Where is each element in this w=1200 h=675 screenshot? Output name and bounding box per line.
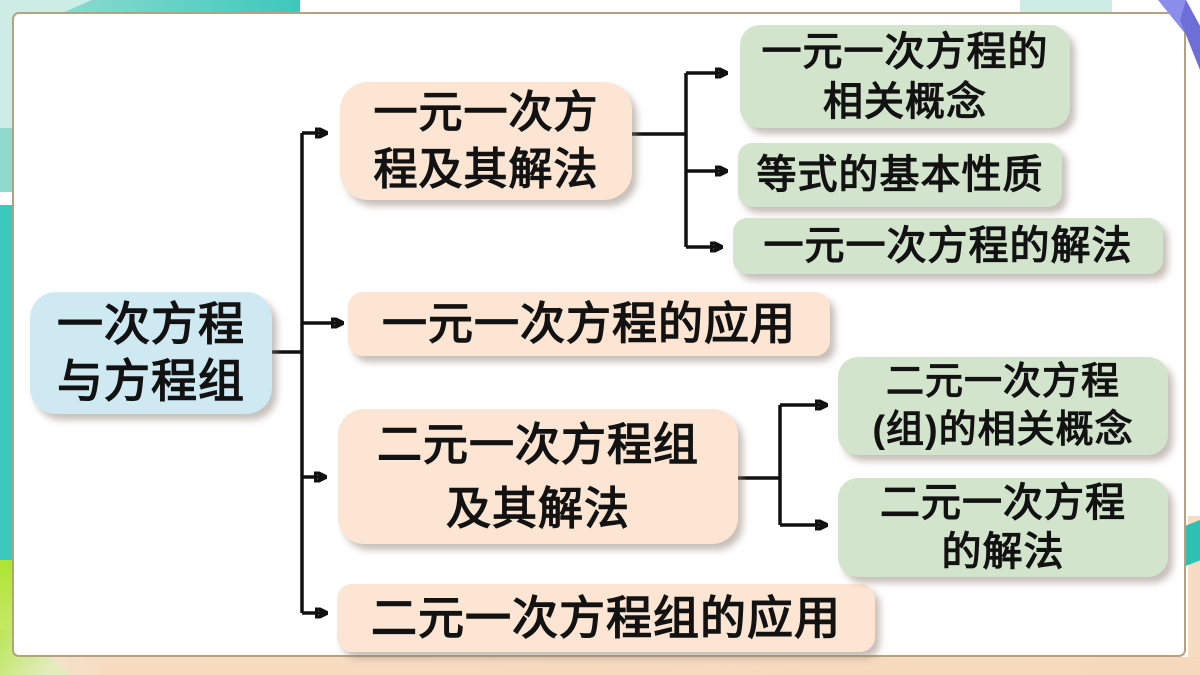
node-label-line: 的解法 — [941, 529, 1065, 574]
node-one-var-equation-concepts: 一元一次方程的 相关概念 — [740, 25, 1070, 128]
node-label-line: 一元一次方程的应用 — [381, 298, 796, 349]
node-label-line: 等式的基本性质 — [756, 153, 1044, 197]
node-label-line: 二元一次方程组的应用 — [371, 592, 841, 644]
node-one-var-equation-solving: 一元一次方 程及其解法 — [340, 82, 632, 200]
node-two-var-system-solving: 二元一次方程组 及其解法 — [338, 409, 738, 544]
teal-sliver-decoration — [0, 128, 13, 192]
node-one-var-equation-methods: 一元一次方程的解法 — [733, 218, 1163, 274]
node-label-line: 程及其解法 — [373, 145, 599, 194]
node-label-line: 二元一次方程 — [880, 480, 1126, 525]
purple-ribbon-decoration — [1158, 0, 1200, 70]
teal-edge-strip — [0, 205, 15, 561]
node-label-line: 相关概念 — [823, 79, 987, 124]
node-root-linear-equations: 一次方程 与方程组 — [30, 292, 272, 414]
teal-notch-decoration — [1183, 520, 1200, 567]
node-label-line: 二元一次方程 — [885, 361, 1120, 403]
node-label-line: 二元一次方程组 — [376, 418, 699, 470]
node-two-var-equation-concepts: 二元一次方程 (组)的相关概念 — [838, 357, 1168, 455]
node-equality-basic-properties: 等式的基本性质 — [738, 143, 1062, 207]
green-edge-strip — [0, 560, 15, 640]
node-label-line: 一元一次方 — [373, 88, 599, 137]
node-two-var-equation-methods: 二元一次方程 的解法 — [838, 478, 1168, 577]
node-label-line: 一元一次方程的 — [761, 29, 1049, 74]
mint-strip-decoration — [1020, 0, 1112, 12]
peach-bottom-band — [0, 657, 1200, 675]
node-label-line: 及其解法 — [445, 482, 630, 534]
node-one-var-equation-applications: 一元一次方程的应用 — [348, 292, 830, 356]
node-two-var-system-applications: 二元一次方程组的应用 — [337, 584, 875, 652]
node-label-line: (组)的相关概念 — [872, 409, 1134, 451]
node-label-line: 与方程组 — [57, 355, 245, 407]
node-label-line: 一次方程 — [57, 298, 245, 350]
node-label-line: 一元一次方程的解法 — [763, 224, 1133, 268]
teal-trapezoid-decoration — [59, 0, 300, 14]
